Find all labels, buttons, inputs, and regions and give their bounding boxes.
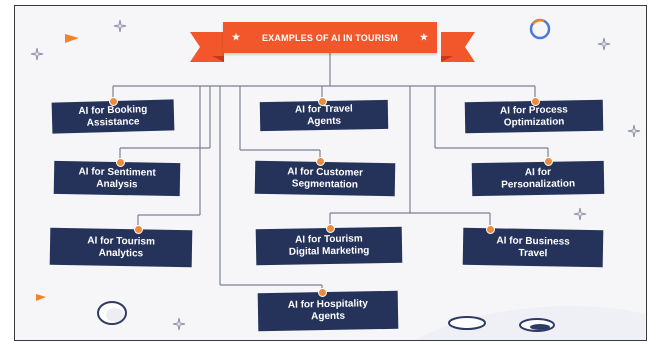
sparkle-icon [30, 47, 44, 61]
node-connector-dot [316, 157, 325, 166]
star-icon: ★ [232, 32, 241, 42]
planet-icon [529, 18, 551, 40]
star-icon: ★ [419, 32, 428, 42]
diagram-title: EXAMPLES OF AI IN TOURISM [261, 32, 398, 43]
node-tourism-analytics: AI for Tourism Analytics [49, 227, 193, 268]
node-connector-dot [134, 225, 143, 234]
node-personalization: AI for Personalization [471, 160, 605, 197]
sparkle-icon [627, 124, 641, 138]
node-connector-dot [318, 288, 327, 297]
flag-icon [36, 294, 46, 301]
node-business-travel: AI for Business Travel [462, 227, 604, 268]
node-customer-segmentation: AI for Customer Segmentation [254, 160, 396, 197]
node-connector-dot [531, 97, 540, 106]
node-connector-dot [544, 157, 553, 166]
moon-icon [97, 301, 127, 325]
node-connector-dot [326, 224, 335, 233]
diagram-title-banner: ★ EXAMPLES OF AI IN TOURISM ★ [223, 22, 437, 53]
node-connector-dot [109, 97, 118, 106]
sparkle-icon [172, 317, 186, 331]
planet-surface-illustration [415, 306, 645, 340]
sparkle-icon [597, 37, 611, 51]
node-connector-dot [486, 225, 495, 234]
sparkle-icon [573, 207, 587, 221]
sparkle-icon [113, 19, 127, 33]
flag-icon [65, 34, 79, 43]
banner-ribbon [190, 32, 475, 62]
node-connector-dot [318, 97, 327, 106]
node-connector-dot [116, 158, 125, 167]
node-hospitality-agents: AI for Hospitality Agents [257, 290, 399, 332]
